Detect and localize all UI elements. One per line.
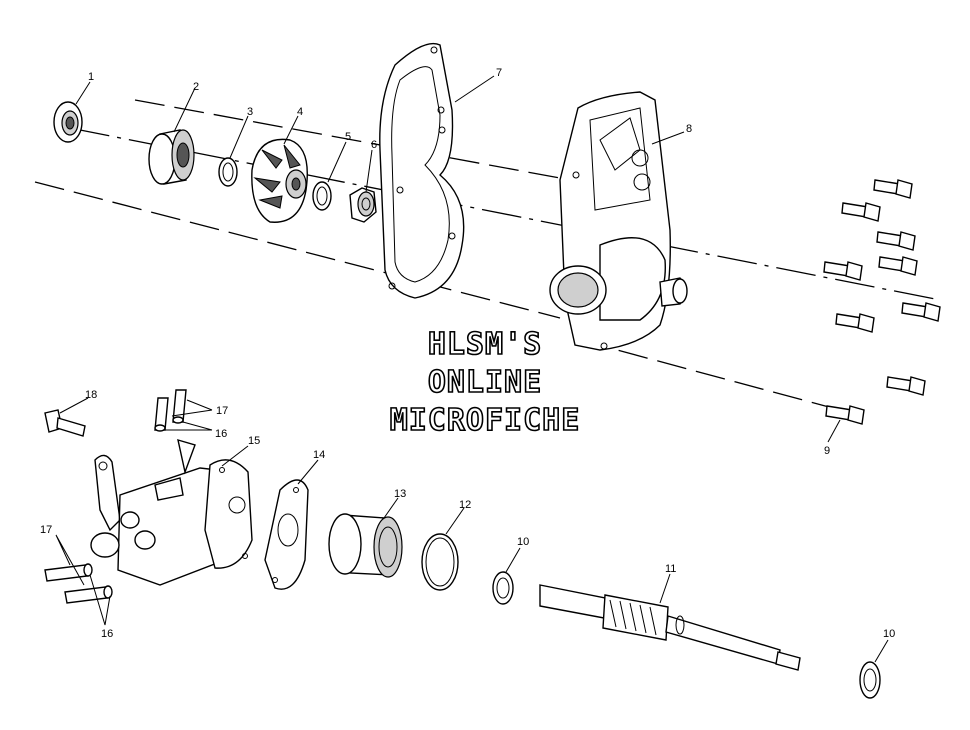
- callout-11: 11: [665, 563, 676, 575]
- part-1-seal: [53, 101, 83, 143]
- part-6-nut: [349, 187, 377, 223]
- callout-15: 15: [248, 435, 260, 447]
- callout-16a: 16: [215, 428, 227, 440]
- part-8-pump-cover: [549, 91, 688, 351]
- part-2-bearing: [148, 129, 195, 185]
- part-9-bolts: [823, 179, 941, 425]
- callout-10b: 10: [883, 628, 895, 640]
- part-18-bolt: [44, 409, 86, 437]
- callout-4: 4: [297, 106, 303, 118]
- bolt: [841, 202, 881, 222]
- part-12-o-ring: [421, 533, 459, 591]
- callout-9: 9: [824, 445, 830, 457]
- watermark: HLSM'S ONLINE MICROFICHE: [389, 326, 581, 439]
- watermark-line-3: MICROFICHE: [390, 403, 581, 438]
- callout-8: 8: [686, 123, 692, 135]
- callout-18: 18: [85, 389, 97, 401]
- callout-17a: 17: [216, 405, 228, 417]
- part-14-gasket: [264, 479, 309, 590]
- bolt: [873, 179, 913, 199]
- part-10-washer-a: [492, 571, 514, 605]
- callout-13: 13: [394, 488, 406, 500]
- callout-5: 5: [345, 131, 351, 143]
- assembly-axis-lines: [34, 99, 941, 411]
- bolt: [901, 302, 941, 322]
- part-3-washer: [218, 157, 238, 187]
- part-10-washer-b: [859, 661, 881, 699]
- callout-1: 1: [88, 71, 94, 83]
- leader-lines: [55, 75, 889, 663]
- bolt: [825, 405, 865, 425]
- bolt: [878, 256, 918, 276]
- callout-17b: 17: [40, 524, 52, 536]
- part-13-sleeve: [328, 513, 403, 578]
- watermark-line-2: ONLINE: [428, 365, 542, 400]
- callout-12: 12: [459, 499, 471, 511]
- part-15-oil-pump: [90, 438, 253, 586]
- part-16-fitting-lower: [83, 563, 113, 599]
- callout-16b: 16: [101, 628, 113, 640]
- part-17-hose-upper: [154, 389, 187, 431]
- callout-2: 2: [193, 81, 199, 93]
- callout-14: 14: [313, 449, 325, 461]
- callout-labels: 1 2 3 4 5 6 7 8 9 10 10 11 12 13 14 15 1…: [40, 67, 895, 640]
- part-5-washer: [312, 181, 332, 211]
- part-4-impeller: [251, 138, 308, 223]
- part-17-hose-lower: [44, 564, 108, 604]
- callout-6: 6: [371, 139, 377, 151]
- callout-7: 7: [496, 67, 502, 79]
- bolt: [823, 261, 863, 281]
- bolt: [835, 313, 875, 333]
- callout-3: 3: [247, 106, 253, 118]
- bolt: [886, 376, 926, 396]
- bolt: [876, 231, 916, 251]
- part-11-pump-shaft: [539, 584, 801, 671]
- callout-10a: 10: [517, 536, 529, 548]
- watermark-line-1: HLSM'S: [428, 327, 542, 362]
- part-16-fitting-upper: [154, 416, 184, 432]
- part-7-gasket: [379, 42, 465, 299]
